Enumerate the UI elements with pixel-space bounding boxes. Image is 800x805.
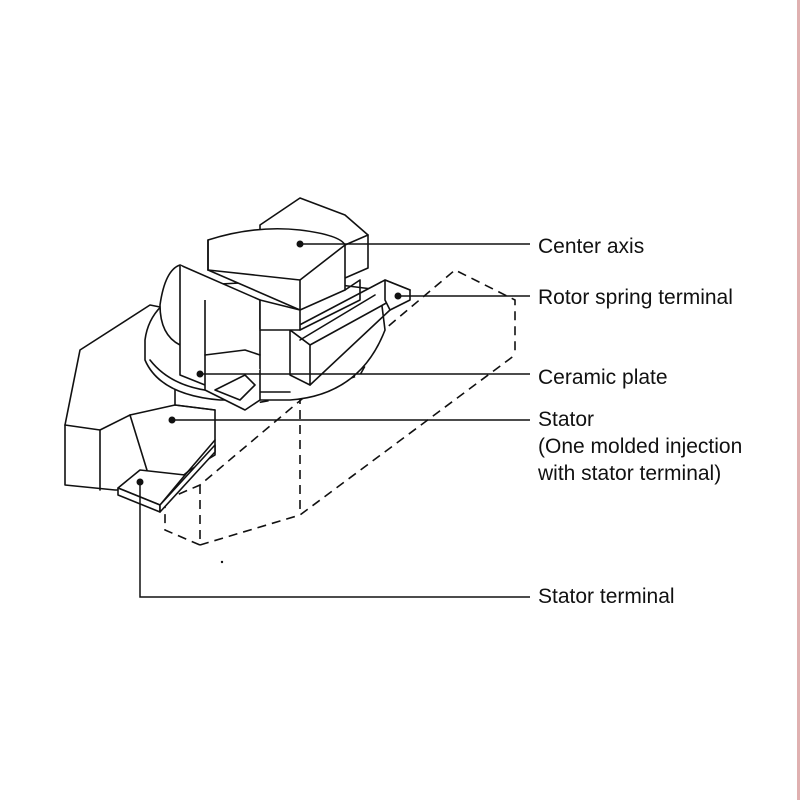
label-stator-terminal: Stator terminal (538, 585, 675, 608)
stator-body (64, 304, 216, 491)
label-stator: Stator (538, 408, 595, 431)
label-center-axis: Center axis (538, 235, 645, 258)
leader-lines (139, 243, 530, 598)
stator-terminal-tab (117, 439, 216, 513)
center-axis-head (207, 197, 369, 331)
leader-dots (136, 240, 402, 564)
dashed-base-outline (164, 269, 516, 547)
label-stator-note-2: with stator terminal) (538, 462, 722, 485)
rotor-spring-terminal (289, 279, 411, 386)
label-ceramic-plate: Ceramic plate (538, 366, 668, 389)
page-edge-line (797, 0, 800, 800)
rotor-body (159, 264, 261, 411)
label-stator-note-1: (One molded injection (538, 435, 743, 458)
label-rotor-spring-terminal: Rotor spring terminal (538, 286, 733, 309)
